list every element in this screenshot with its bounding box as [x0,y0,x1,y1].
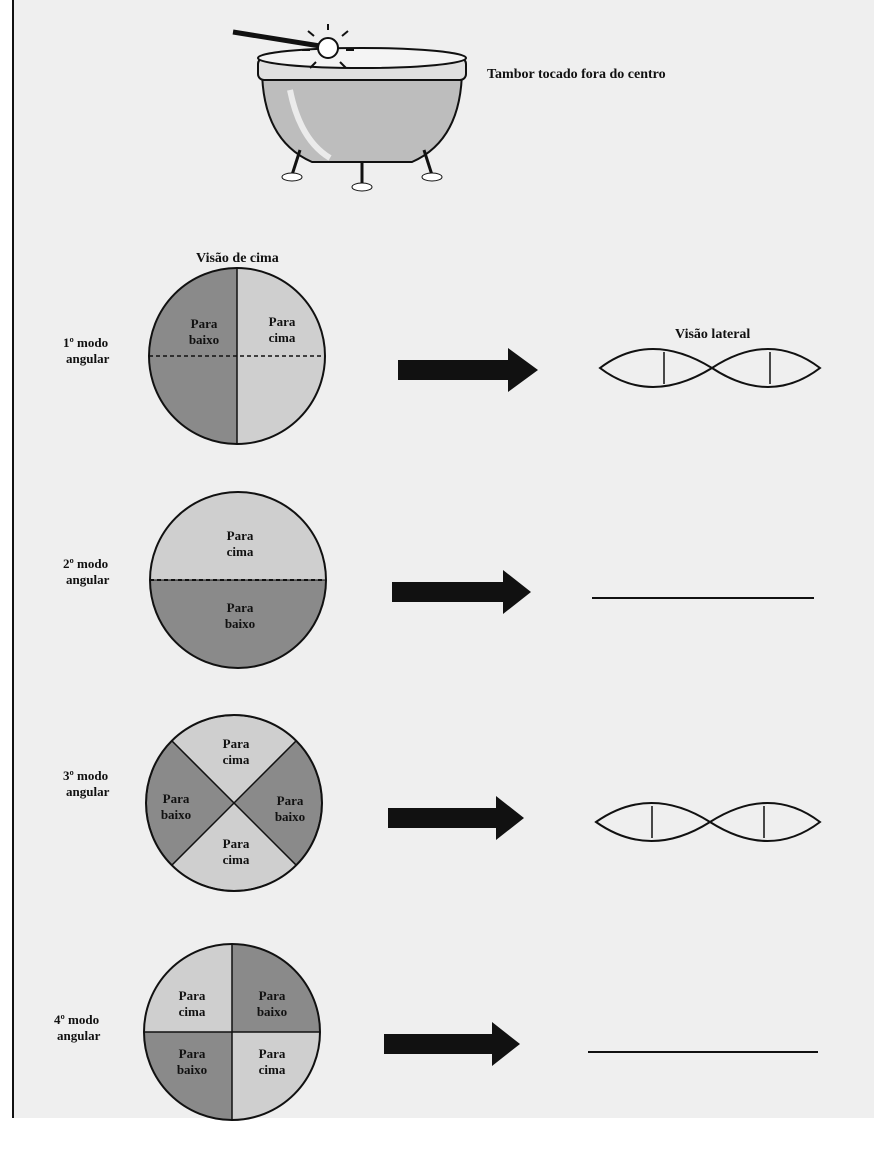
region-label: Para [223,736,250,751]
mode-label: angular [66,351,110,366]
region-label: Para [269,314,296,329]
drum-illustration: Tambor tocado fora do centro [232,24,666,192]
region-label: Para [179,1046,206,1061]
side-view-two-lobes [594,802,822,842]
mode-4: Para cima Para baixo Para baixo Para cim… [54,943,818,1121]
drum-bowl [260,67,464,163]
disk-outline [145,714,323,892]
region-label: cima [223,752,250,767]
arrow-right [388,796,524,840]
mode-label: 2º modo [63,556,108,571]
mode-label: 4º modo [54,1012,99,1027]
mode-2-disk: Para cima Para baixo [149,491,327,669]
drumstick [232,29,321,49]
mode-label: angular [66,572,110,587]
mode-1-disk: Para baixo Para cima [148,267,326,445]
region-label: cima [259,1062,286,1077]
region-label: baixo [177,1062,207,1077]
region-label: cima [179,1004,206,1019]
region-label: Para [259,1046,286,1061]
strike-point [317,37,339,59]
mode-3: Para cima Para baixo Para baixo Para cim… [63,714,822,892]
vibration-rays [302,24,354,69]
top-view-title: Visão de cima [196,251,279,266]
mode-label: angular [57,1028,101,1043]
region-label: Para [227,600,254,615]
region-label: baixo [189,332,219,347]
mode-1: Visão de cima Para baixo Para cima 1º mo… [63,251,822,445]
region-label: Para [277,793,304,808]
region-label: cima [223,852,250,867]
arrow-right [384,1022,520,1066]
mode-3-disk: Para cima Para baixo Para baixo Para cim… [145,714,323,892]
mode-label: 1º modo [63,335,108,350]
side-view-title: Visão lateral [675,327,750,342]
region-label: Para [163,791,190,806]
drum-foot [351,182,373,192]
drum-foot [421,172,443,182]
region-label: Para [259,988,286,1003]
region-label: cima [269,330,296,345]
region-label: baixo [257,1004,287,1019]
region-label: baixo [275,809,305,824]
mode-label: angular [66,784,110,799]
region-label: Para [179,988,206,1003]
drum-leg [290,149,302,176]
drum-foot [281,172,303,182]
nodal-line [171,740,297,866]
arrow-right [392,570,531,614]
region-label: baixo [161,807,191,822]
side-view-two-lobes [598,348,822,388]
region-label: Para [227,528,254,543]
arrow-right [398,348,538,392]
region-label: baixo [225,616,255,631]
region-label: Para [191,316,218,331]
mode-label: 3º modo [63,768,108,783]
mode-4-disk: Para cima Para baixo Para baixo Para cim… [143,943,321,1121]
mode-2: Para cima Para baixo 2º modo angular [63,491,814,669]
region-label: cima [227,544,254,559]
drum-head [257,47,467,69]
drum-caption: Tambor tocado fora do centro [487,67,666,82]
drum-highlight [287,89,332,161]
region-label: Para [223,836,250,851]
drum-leg [422,149,434,176]
